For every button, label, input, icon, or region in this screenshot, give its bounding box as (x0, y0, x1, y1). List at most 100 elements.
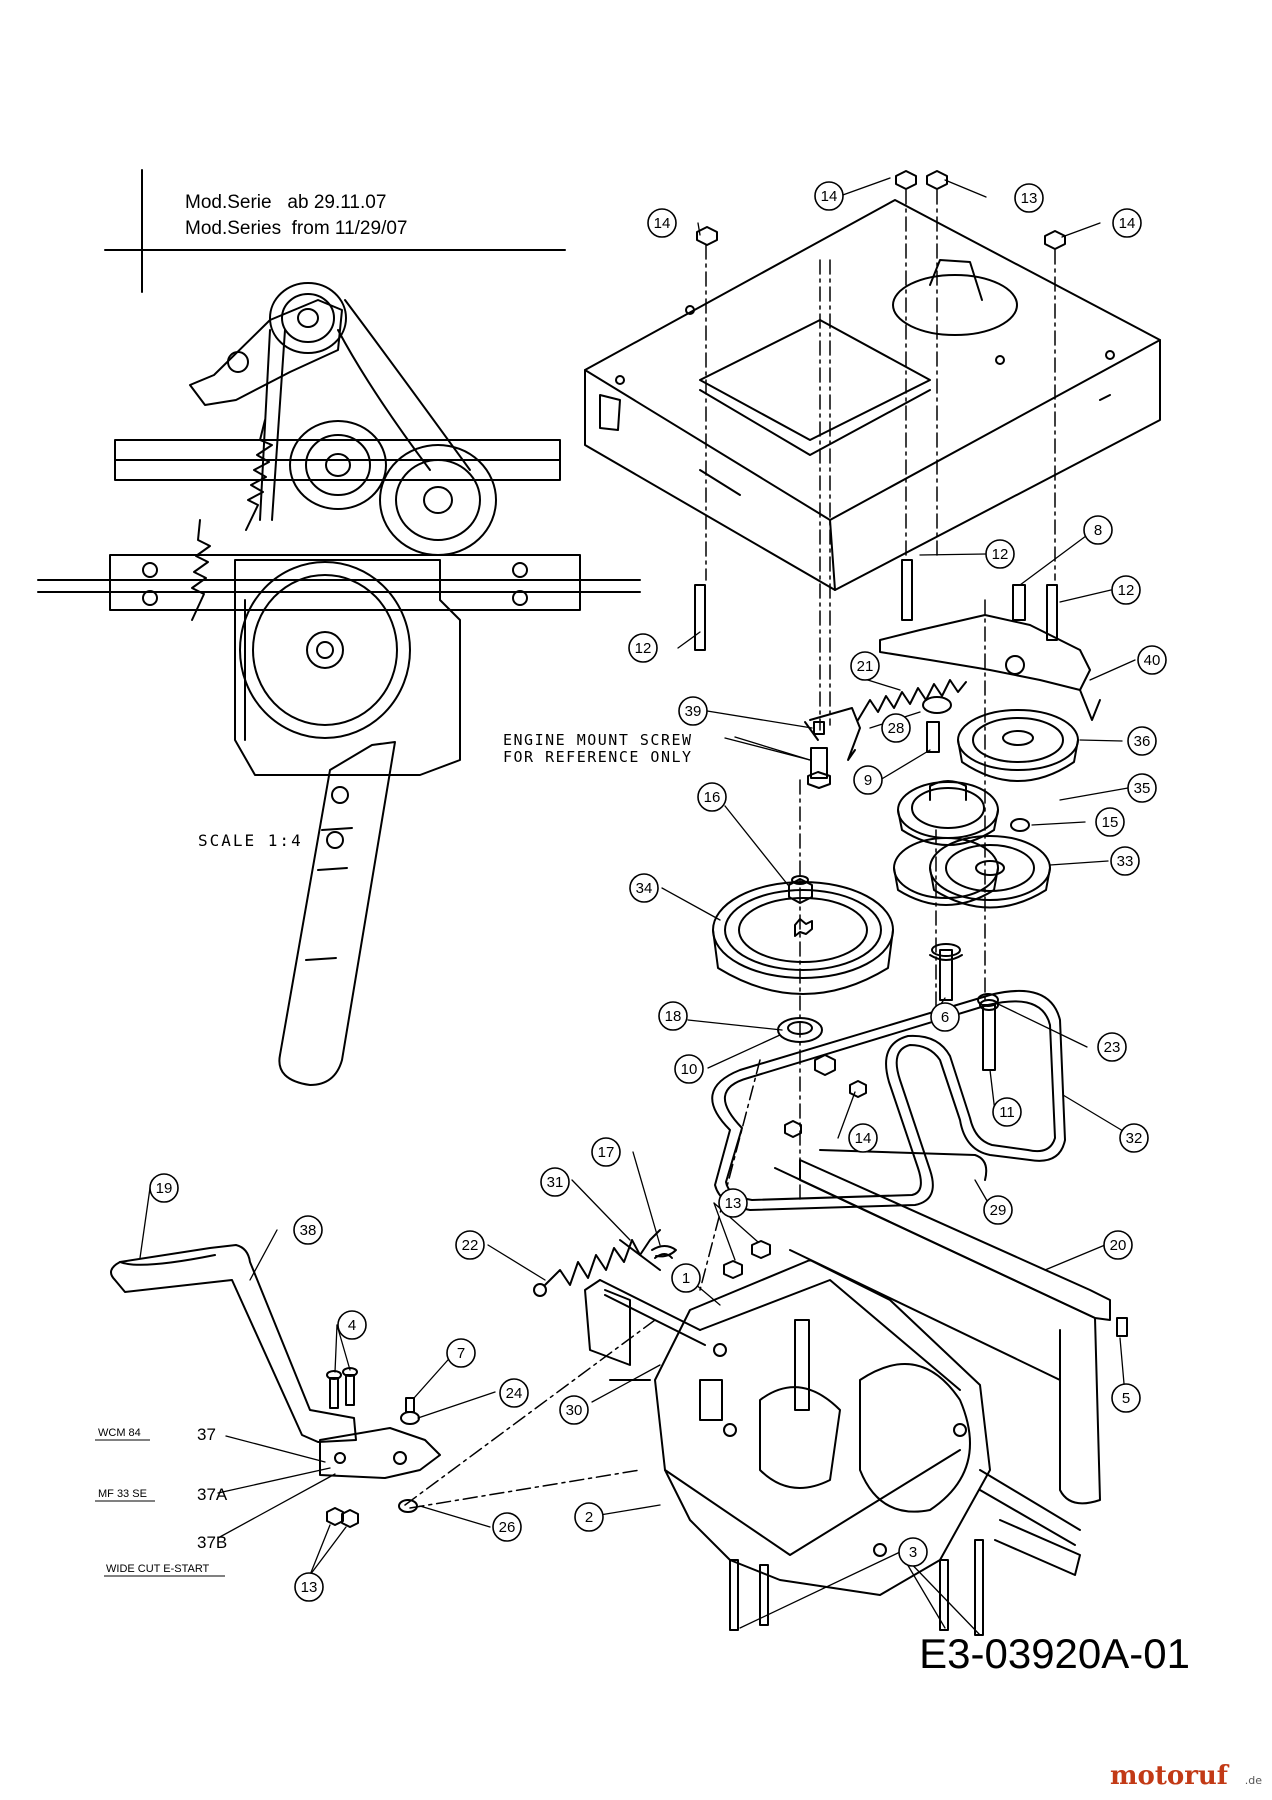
variant-37: WCM 84 37 (95, 1425, 216, 1444)
callout-bubble-36 (1127, 726, 1157, 756)
callout-number-33: 33 (1117, 853, 1134, 870)
bolt-11 (979, 999, 999, 1071)
header-line-2: Mod.Series from 11/29/07 (185, 218, 407, 239)
callout-bubble-3 (898, 1537, 928, 1567)
callout-number-12: 12 (635, 640, 652, 657)
callout-bubble-5 (1111, 1383, 1141, 1413)
washers-24-26 (398, 1397, 420, 1513)
bracket-39 (804, 707, 861, 761)
callout-bubble-38 (293, 1215, 323, 1245)
assembly-lines (404, 189, 1056, 1509)
callout-number-14: 14 (654, 215, 671, 232)
callout-number-9: 9 (864, 772, 872, 789)
variant-label-mf33se: MF 33 SE (98, 1488, 147, 1500)
callout-number-22: 22 (462, 1237, 479, 1254)
callout-number-11: 11 (999, 1104, 1015, 1121)
engine-mount-note-line-1: ENGINE MOUNT SCREW (503, 731, 693, 749)
callout-bubble-12 (1111, 575, 1141, 605)
header-line-1: Mod.Serie ab 29.11.07 (185, 192, 386, 213)
callout-number-36: 36 (1134, 733, 1151, 750)
callout-number-40: 40 (1144, 652, 1161, 669)
hook-17 (651, 1245, 677, 1258)
variant-label-wcm84: WCM 84 (98, 1427, 141, 1439)
callout-number-12: 12 (992, 546, 1009, 563)
nuts-13-mid (723, 1240, 771, 1279)
idler-bracket (879, 614, 1101, 721)
callout-bubble-10 (674, 1054, 704, 1084)
callout-bubble-11 (992, 1097, 1022, 1127)
callout-number-13: 13 (725, 1195, 742, 1212)
callout-bubble-26 (492, 1512, 522, 1542)
callout-bubble-40 (1137, 645, 1167, 675)
callout-bubble-7 (446, 1338, 476, 1368)
callout-bubble-16 (697, 782, 727, 812)
callout-number-14: 14 (1119, 215, 1136, 232)
leader-lines (139, 177, 1136, 1636)
callout-number-14: 14 (855, 1130, 872, 1147)
frame-bolts (694, 559, 1058, 651)
callout-number-28: 28 (888, 720, 905, 737)
callout-number-35: 35 (1134, 780, 1151, 797)
variant-37a: MF 33 SE 37A (95, 1485, 228, 1504)
callout-bubble-12 (985, 539, 1015, 569)
callout-number-20: 20 (1110, 1237, 1127, 1254)
callout-number-18: 18 (665, 1008, 682, 1025)
rod-20 (774, 1159, 1111, 1505)
callout-bubble-12 (628, 633, 658, 663)
callout-number-13: 13 (1021, 190, 1038, 207)
nut-16 (788, 875, 813, 904)
bolts-3 (729, 1539, 984, 1636)
callout-bubble-35 (1127, 773, 1157, 803)
callout-number-14: 14 (821, 188, 838, 205)
callout-bubble-17 (591, 1137, 621, 1167)
belt-32 (711, 989, 1066, 1211)
variant-37b: 37B WIDE CUT E-START (104, 1533, 227, 1577)
callout-bubble-31 (540, 1167, 570, 1197)
callout-number-30: 30 (566, 1402, 583, 1419)
callout-bubble-19 (149, 1173, 179, 1203)
callout-bubble-30 (559, 1395, 589, 1425)
callout-bubble-39 (678, 696, 708, 726)
callout-number-34: 34 (636, 880, 653, 897)
callout-number-3: 3 (909, 1544, 917, 1561)
callout-bubble-14 (1112, 208, 1142, 238)
callout-number-32: 32 (1126, 1130, 1143, 1147)
bracket-29 (819, 1149, 988, 1181)
pulleys-33 (893, 835, 1051, 909)
callout-number-26: 26 (499, 1519, 516, 1536)
callout-number-21: 21 (857, 658, 874, 675)
pin-6 (929, 943, 963, 1001)
pulley-34 (712, 881, 894, 995)
callout-bubble-13 (718, 1188, 748, 1218)
callout-bubble-2 (574, 1502, 604, 1532)
callout-bubble-28 (881, 713, 911, 743)
callout-bubble-21 (850, 651, 880, 681)
callout-bubble-13 (1014, 183, 1044, 213)
callout-bubble-14 (814, 181, 844, 211)
callout-bubble-9 (853, 765, 883, 795)
callout-bubble-8 (1083, 515, 1113, 545)
callout-number-29: 29 (990, 1202, 1007, 1219)
callout-number-7: 7 (457, 1345, 465, 1362)
callout-bubble-6 (930, 1002, 960, 1032)
watermark-brand: motoruf (1110, 1761, 1230, 1791)
callout-number-2: 2 (585, 1509, 593, 1526)
bolt-5 (1116, 1317, 1128, 1337)
callout-number-38: 38 (300, 1222, 317, 1239)
callout-number-13: 13 (301, 1579, 318, 1596)
pulley-36 (957, 709, 1079, 782)
frame-deck (584, 170, 1161, 591)
callout-bubble-18 (658, 1001, 688, 1031)
callout-number-1: 1 (682, 1270, 690, 1287)
callout-number-31: 31 (547, 1174, 564, 1191)
callout-number-19: 19 (156, 1180, 173, 1197)
callout-number-10: 10 (681, 1061, 698, 1078)
callout-bubble-32 (1119, 1123, 1149, 1153)
callout-bubble-22 (455, 1230, 485, 1260)
callout-number-15: 15 (1102, 814, 1119, 831)
callout-number-16: 16 (704, 789, 721, 806)
callout-bubble-23 (1097, 1032, 1127, 1062)
drawing-number: E3-03920A-01 (919, 1630, 1190, 1677)
callout-bubble-24 (499, 1378, 529, 1408)
